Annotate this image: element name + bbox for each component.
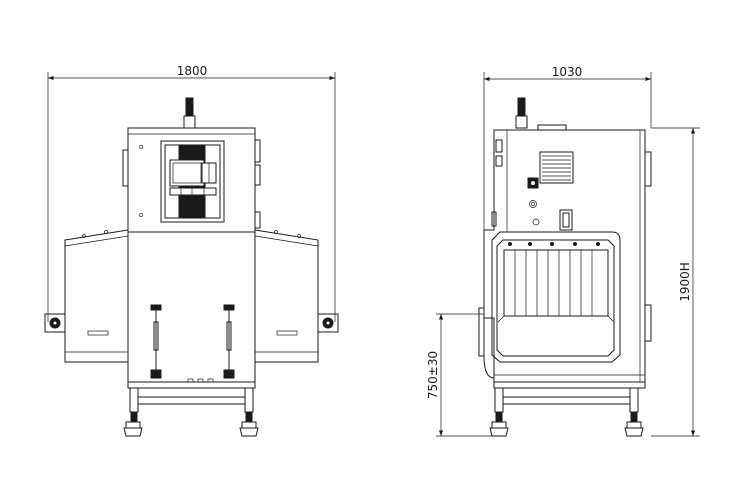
- display-screen: [169, 159, 205, 187]
- side-legs: [489, 381, 646, 437]
- left-tunnel-hood: [64, 229, 129, 363]
- front-width-label: 1800: [177, 64, 208, 78]
- side-depth-label: 1030: [552, 65, 583, 79]
- front-view: 1800: [44, 64, 339, 437]
- control-panel-window: [160, 140, 225, 223]
- side-depth-dimension: 1030: [483, 65, 652, 318]
- front-legs: [123, 387, 259, 437]
- right-tunnel-hood: [254, 229, 319, 363]
- signal-tower: [183, 97, 196, 129]
- side-cabinet: [483, 129, 652, 383]
- conveyor-rollers: [44, 313, 339, 333]
- front-width-dimension: 1800: [47, 64, 336, 322]
- tunnel-inspection-window: [491, 231, 621, 363]
- height-dimension: 1900H: [651, 127, 700, 437]
- lower-cabinet: [127, 231, 256, 383]
- working-height-label: 750±30: [426, 351, 440, 399]
- height-label: 1900H: [678, 262, 692, 302]
- side-switches: [527, 177, 573, 231]
- gas-struts: [150, 304, 235, 379]
- vent-grille: [539, 151, 574, 184]
- side-view: 1030 1900H 750±30: [426, 65, 700, 437]
- working-height-dimension: 750±30: [426, 313, 494, 437]
